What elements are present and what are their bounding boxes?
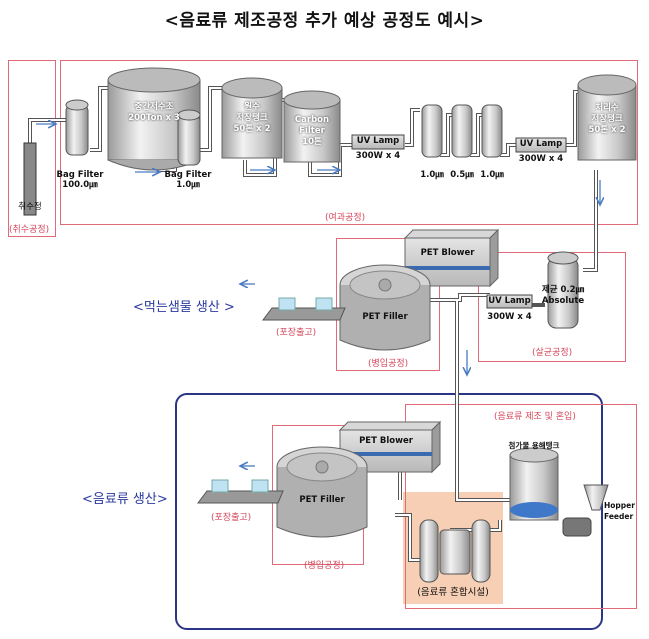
bag-filter-1-name: Bag Filter	[56, 170, 104, 180]
filtration-section-box	[60, 60, 638, 225]
carbon-filter-spec: 10톤	[302, 137, 322, 147]
pet-blower-2-icon	[338, 420, 442, 474]
intermediate-tank-name: 중간저수조	[134, 102, 174, 112]
hopper-feeder-icon	[583, 484, 609, 511]
treated-tank-name: 처리수 저장탱크	[591, 103, 623, 124]
sterilization-section-box	[478, 252, 626, 362]
sterilization-section-label: (살균공정)	[532, 348, 573, 358]
diagram-title: <음료류 제조공정 추가 예상 공정도 예시>	[164, 11, 485, 31]
sterile-filter-icon	[547, 251, 579, 329]
bag-filter-2-icon	[177, 109, 201, 166]
uv-lamp-1-icon	[351, 134, 405, 150]
beverage-line-label: <음료류 생산>	[82, 492, 168, 507]
uv-lamp-3-spec: 300W x 4	[487, 312, 532, 322]
packaging-beverage-label: (포장출고)	[211, 513, 252, 523]
beverage-line-box	[175, 393, 603, 630]
carbon-filter-icon	[283, 90, 341, 163]
additive-tank-name: 첨가물 용해탱크	[508, 441, 560, 450]
pet-filler-2-name: PET Filler	[299, 495, 345, 505]
treated-water-tank-icon	[577, 74, 637, 161]
uv-lamp-2-icon	[515, 137, 567, 153]
conveyor-2-icon	[197, 479, 284, 504]
uv-lamp-2-spec: 300W x 4	[518, 154, 564, 164]
raw-water-tank-icon	[221, 77, 283, 159]
bag-filter-1-icon	[65, 99, 89, 156]
bag-filter-2-name: Bag Filter	[164, 170, 212, 180]
uv-lamp-2-name: UV Lamp	[519, 139, 563, 149]
cartridge-filter-c-icon	[481, 104, 503, 158]
bottling-beverage-label: (병입공정)	[304, 561, 345, 571]
intermediate-tank-spec: 200Ton x 3	[128, 113, 180, 123]
treated-tank-spec: 50톤 x 2	[588, 125, 626, 135]
cartridge-filter-b-icon	[451, 104, 473, 158]
packaging-water-label: (포장출고)	[276, 328, 317, 338]
beverage-mixing-label: (음료류 제조 및 혼입)	[494, 412, 576, 422]
uv-lamp-1-spec: 300W x 4	[355, 151, 401, 161]
bag-filter-1-spec: 100.0㎛	[62, 180, 98, 190]
filter-a-spec: 1.0㎛	[420, 170, 444, 180]
pet-filler-1-icon	[339, 264, 431, 351]
uv-lamp-3-name: UV Lamp	[488, 296, 531, 306]
conveyor-1-icon	[262, 297, 346, 321]
pet-filler-1-name: PET Filler	[362, 312, 408, 322]
water-line-label: <먹는샘물 생산 >	[133, 300, 235, 315]
sterile-filter-name: 제균 0.2㎛	[541, 285, 585, 295]
mixing-facility-label: (음료류 혼합시설)	[417, 587, 489, 598]
intake-well-label: 취수정	[18, 202, 42, 212]
pet-filler-2-icon	[276, 446, 368, 538]
bottling-water-section-box	[336, 238, 440, 371]
filter-c-spec: 1.0㎛	[480, 170, 504, 180]
cartridge-filter-a-icon	[421, 104, 443, 158]
uv-lamp-1-name: UV Lamp	[356, 136, 400, 146]
filter-b-spec: 0.5㎛	[450, 170, 474, 180]
uv-lamp-3-icon	[486, 294, 533, 309]
carbon-filter-name: Carbon Filter	[294, 115, 330, 136]
sterile-filter-spec: Absolute	[541, 296, 585, 306]
intake-well-icon	[23, 142, 37, 216]
beverage-mixing-section-box	[405, 404, 637, 609]
mixing-facility-icon	[419, 519, 491, 583]
bag-filter-2-spec: 1.0㎛	[176, 180, 200, 190]
intake-section-label: (취수공정)	[9, 225, 50, 235]
pet-blower-2-name: PET Blower	[359, 436, 413, 446]
filtration-section-label: (여과공정)	[325, 213, 366, 223]
intake-section-box	[8, 60, 56, 237]
raw-tank-name: 원수 저장탱크	[236, 102, 268, 123]
raw-tank-spec: 50톤 x 2	[233, 124, 271, 134]
flow-arrows	[36, 124, 600, 466]
additive-tank-icon	[509, 447, 559, 521]
pet-blower-1-name: PET Blower	[420, 248, 475, 258]
bottling-water-label: (병입공정)	[368, 359, 409, 369]
hopper-feeder-name: Hopper Feeder	[604, 501, 635, 521]
pump-icon	[562, 517, 592, 537]
